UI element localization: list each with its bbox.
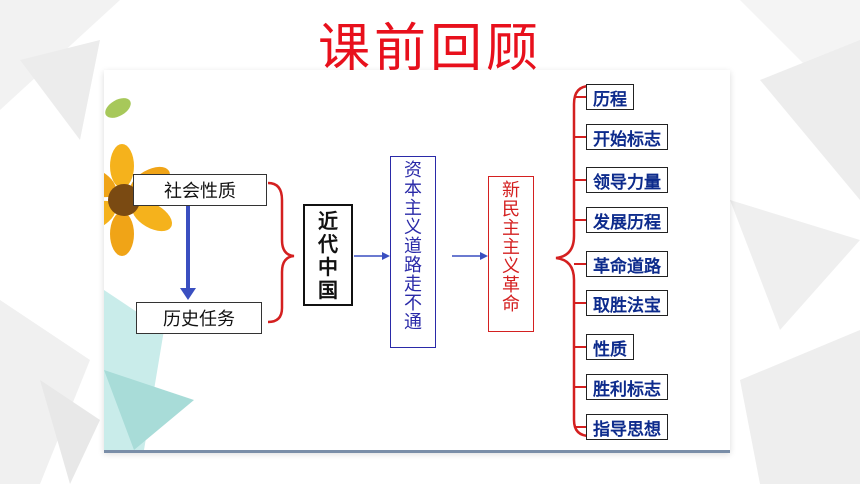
capitalism-char: 本 bbox=[404, 179, 422, 200]
capitalism-char: 义 bbox=[404, 217, 422, 238]
modern-china-char: 代 bbox=[318, 232, 338, 256]
modern-china-char: 近 bbox=[318, 209, 338, 233]
capitalism-char: 资 bbox=[404, 160, 422, 181]
revolution-char: 新 bbox=[502, 180, 520, 201]
page-title: 课前回顾 bbox=[317, 19, 542, 79]
item-guiding-thought: 指导思想 bbox=[586, 414, 668, 440]
revolution-char: 民 bbox=[502, 199, 520, 220]
item-victory-sign: 胜利标志 bbox=[586, 374, 668, 400]
modern-china-box: 近 代 中 国 bbox=[303, 204, 353, 306]
revolution-char: 命 bbox=[502, 294, 520, 315]
capitalism-char: 道 bbox=[404, 236, 422, 257]
item-leading-force: 领导力量 bbox=[586, 167, 668, 193]
capitalism-char: 通 bbox=[404, 312, 422, 333]
item-magic-weapons: 取胜法宝 bbox=[586, 290, 668, 316]
item-process: 历程 bbox=[586, 84, 634, 110]
revolution-char: 主 bbox=[502, 237, 520, 258]
new-democratic-revolution-box: 新 民 主 主 义 革 命 bbox=[488, 176, 534, 332]
modern-china-char: 中 bbox=[318, 255, 338, 279]
item-revolution-road: 革命道路 bbox=[586, 251, 668, 277]
item-start-sign: 开始标志 bbox=[586, 124, 668, 150]
flower-decoration bbox=[104, 98, 194, 450]
capitalism-char: 走 bbox=[404, 274, 422, 295]
capitalism-char: 主 bbox=[404, 198, 422, 219]
capitalism-failed-box: 资 本 主 义 道 路 走 不 通 bbox=[390, 156, 436, 348]
item-development: 发展历程 bbox=[586, 207, 668, 233]
revolution-char: 革 bbox=[502, 275, 520, 296]
capitalism-char: 路 bbox=[404, 255, 422, 276]
revolution-char: 主 bbox=[502, 218, 520, 239]
capitalism-char: 不 bbox=[404, 293, 422, 314]
revolution-char: 义 bbox=[502, 256, 520, 277]
historical-task-box: 历史任务 bbox=[136, 302, 262, 334]
modern-china-char: 国 bbox=[318, 278, 338, 302]
panel-bottom-border bbox=[104, 450, 730, 453]
item-nature: 性质 bbox=[586, 334, 634, 360]
social-nature-box: 社会性质 bbox=[133, 174, 267, 206]
